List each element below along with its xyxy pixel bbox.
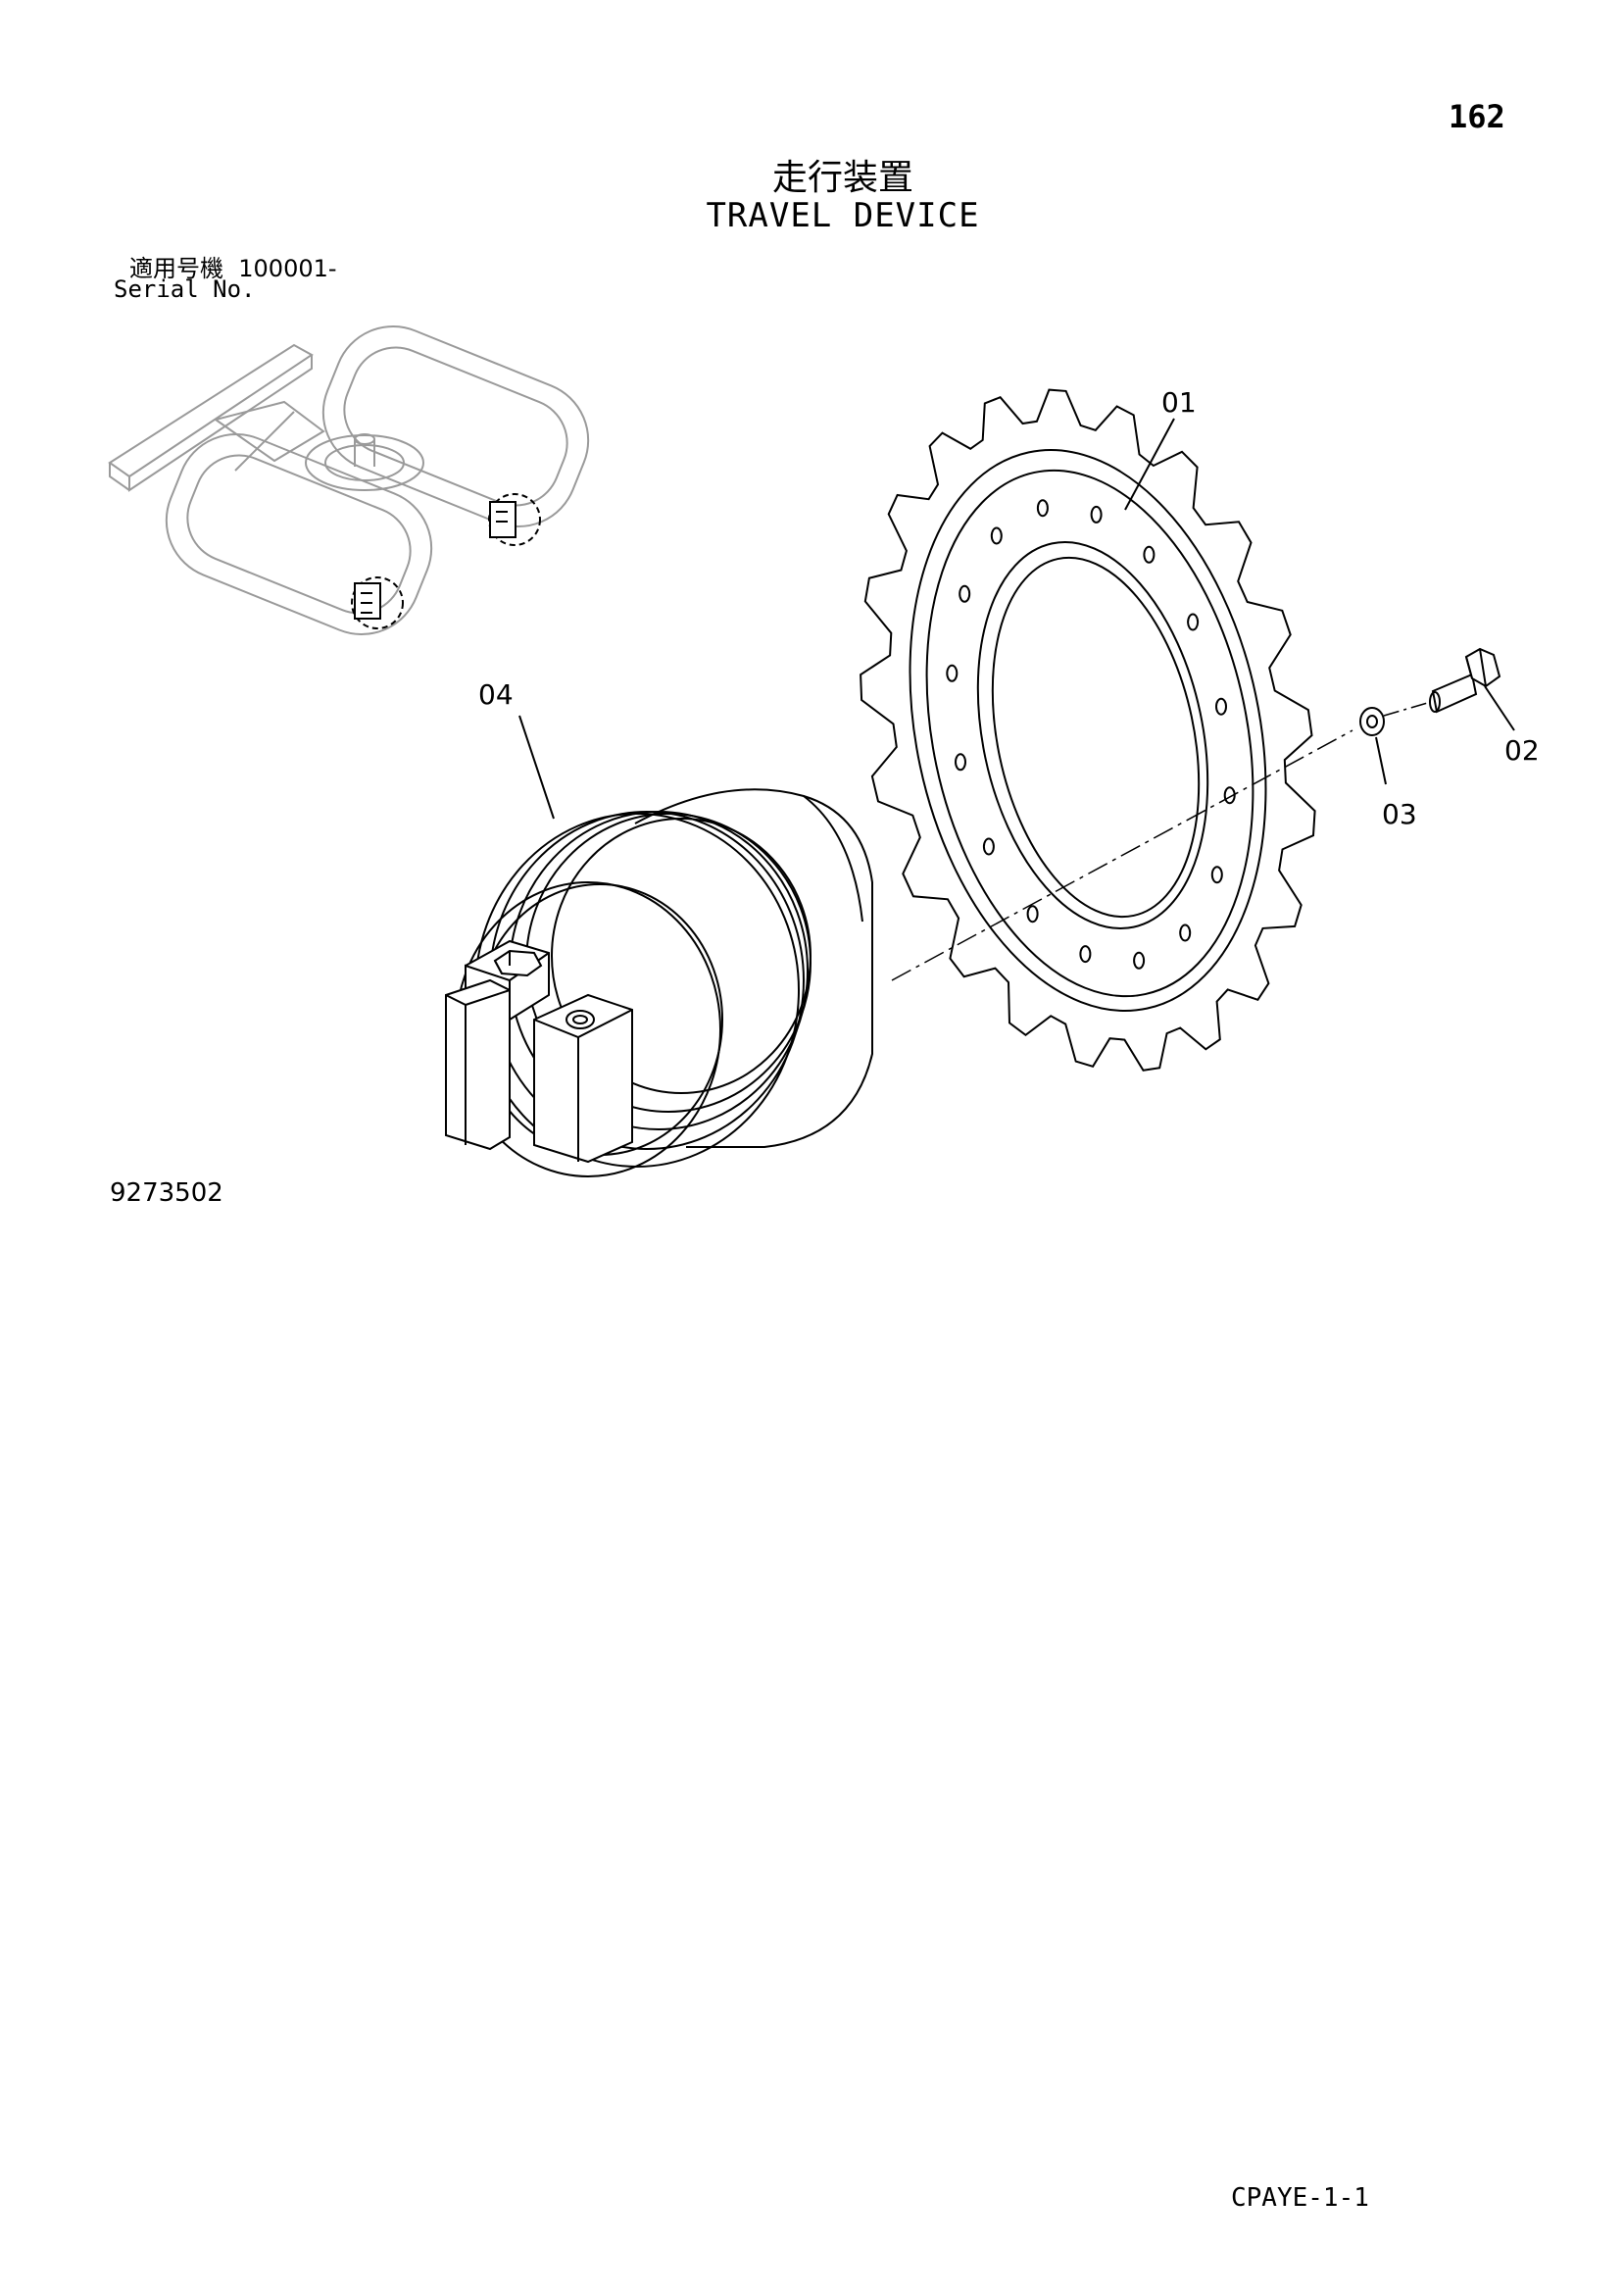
sprocket-bolt-hole — [1179, 923, 1192, 942]
title-english: TRAVEL DEVICE — [706, 196, 980, 235]
sprocket-bolt-hole — [955, 753, 966, 772]
footer-code: CPAYE-1-1 — [1231, 2183, 1369, 2213]
sprocket-bolt-hole — [946, 664, 959, 682]
serial-number: 100001- — [238, 255, 337, 282]
thumbnail-motor-rear — [351, 576, 404, 629]
sprocket-bolt-hole — [1210, 866, 1223, 884]
page-number: 162 — [1449, 98, 1505, 135]
callout-02: 02 — [1504, 734, 1540, 767]
sprocket-bolt-hole — [990, 526, 1003, 545]
callout-03: 03 — [1382, 798, 1417, 830]
bolt-icon — [1429, 647, 1501, 714]
sprocket-bolt-hole — [982, 837, 995, 856]
serial-label-english: Serial No. — [114, 275, 256, 303]
travel-motor-icon — [445, 788, 873, 1177]
sprocket-bolt-hole — [1090, 505, 1103, 524]
sprocket-icon — [860, 388, 1316, 1072]
callout-01: 01 — [1161, 386, 1197, 419]
serial-label-jp-text: 適用号機 — [129, 255, 223, 282]
drawing-number: 9273502 — [110, 1178, 223, 1208]
washer-icon — [1359, 707, 1385, 736]
sprocket-bolt-hole — [1223, 786, 1236, 805]
undercarriage-thumbnail-icon — [108, 324, 590, 636]
sprocket-bolt-hole — [1079, 945, 1092, 964]
sprocket-bolt-hole — [1215, 697, 1227, 716]
callout-04: 04 — [478, 678, 514, 711]
thumbnail-motor-front — [488, 493, 541, 546]
sprocket-bolt-hole — [1187, 613, 1200, 631]
sprocket-bolt-hole — [1143, 545, 1156, 564]
serial-label-japanese: 適用号機 100001- — [129, 249, 337, 283]
title-japanese: 走行装置 — [771, 158, 913, 198]
sprocket-bolt-hole — [1026, 905, 1039, 923]
sprocket-bolt-hole — [1036, 499, 1049, 518]
sprocket-bolt-hole — [959, 584, 971, 603]
sprocket-bolt-hole — [1133, 951, 1146, 970]
